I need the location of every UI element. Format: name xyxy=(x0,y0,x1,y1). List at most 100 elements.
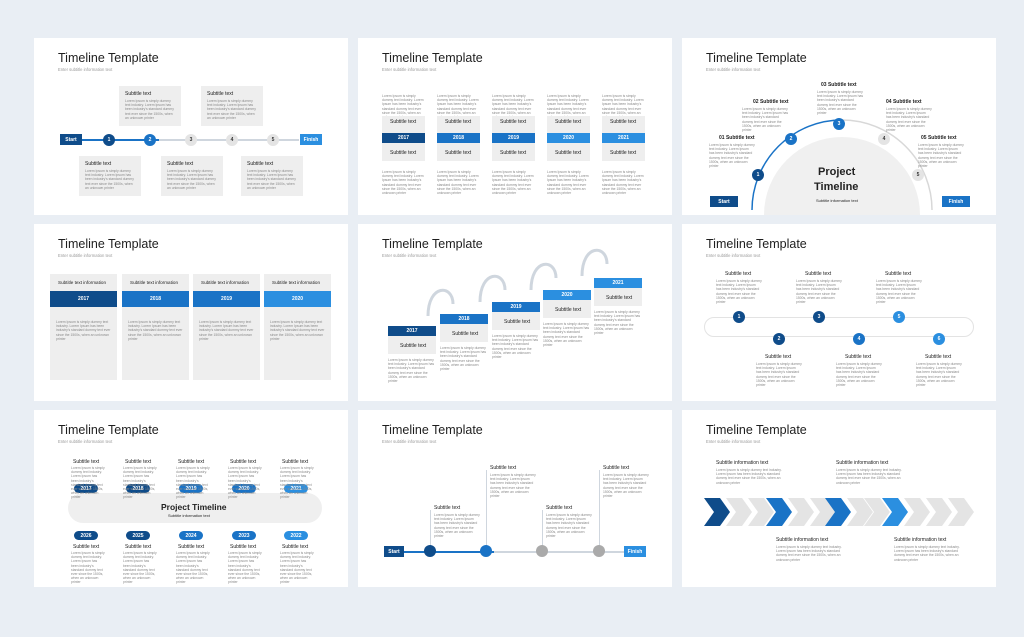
column-title: Subtitle text information xyxy=(130,280,179,285)
step-arrows xyxy=(426,248,609,317)
slide-subtitle: Enter subtitle information text xyxy=(58,439,113,444)
milestone-label: Subtitle text xyxy=(434,505,461,511)
card-body: Lorem Ipsum is simply dummy text industr… xyxy=(85,169,134,190)
col-body: Lorem Ipsum is simply dummy text industr… xyxy=(437,170,479,196)
slide-title: Timeline Template xyxy=(706,51,807,65)
slide-2[interactable]: Timeline Template Enter subtitle informa… xyxy=(358,38,672,215)
step-6[interactable]: 6 xyxy=(933,333,945,345)
step-2[interactable]: 2 xyxy=(785,133,797,145)
milestone-label: 02 Subtitle text xyxy=(753,99,789,105)
step-5[interactable]: 5 xyxy=(267,134,279,146)
slide-5[interactable]: Timeline Template Enter subtitle informa… xyxy=(358,224,672,401)
step-label: Subtitle text xyxy=(555,307,582,313)
slide-subtitle: Enter subtitle information text xyxy=(382,253,437,258)
col-label: Subtitle text xyxy=(390,150,417,156)
col-body: Lorem Ipsum is simply dummy text industr… xyxy=(547,170,589,196)
step-4[interactable]: 4 xyxy=(878,133,890,145)
item-body: Lorem Ipsum is simply dummy text industr… xyxy=(176,466,210,500)
finish-tag: Finish xyxy=(300,134,322,145)
step-label: Subtitle text xyxy=(606,295,633,301)
year-badge: 2019 xyxy=(179,484,203,493)
column-body: Lorem Ipsum is simply dummy text industr… xyxy=(56,320,111,341)
step-4[interactable]: 4 xyxy=(853,333,865,345)
column-body: Lorem Ipsum is simply dummy text industr… xyxy=(199,320,254,341)
slide-9[interactable]: Timeline Template Enter subtitle informa… xyxy=(682,410,996,587)
milestone-3[interactable] xyxy=(536,545,548,557)
item-label: Subtitle text xyxy=(73,459,100,465)
milestone-2[interactable] xyxy=(480,545,492,557)
step-label: Subtitle text xyxy=(504,319,531,325)
step-label: Subtitle text xyxy=(805,271,832,277)
step-body: Lorem Ipsum is simply dummy text industr… xyxy=(876,279,922,305)
col-label: Subtitle text xyxy=(390,119,417,125)
step-3[interactable]: 3 xyxy=(813,311,825,323)
year-badge: 2020 xyxy=(232,484,256,493)
col-label: Subtitle text xyxy=(555,119,582,125)
card-body: Lorem Ipsum is simply dummy text industr… xyxy=(125,99,174,120)
slide-1[interactable]: Timeline Template Enter subtitle informa… xyxy=(34,38,348,215)
year-badge: 2025 xyxy=(126,531,150,540)
slide-7[interactable]: Timeline Template Enter subtitle informa… xyxy=(34,410,348,587)
step-2[interactable]: 2 xyxy=(773,333,785,345)
milestone-label: 03 Subtitle text xyxy=(821,82,857,88)
slide-subtitle: Enter subtitle information text xyxy=(706,67,761,72)
year-badge: 2020 xyxy=(264,291,331,307)
year-badge: 2019 xyxy=(492,302,540,312)
item-body: Lorem Ipsum is simply dummy text industr… xyxy=(123,551,157,585)
info-label: Subtitle information text xyxy=(894,537,947,543)
card xyxy=(201,86,263,126)
step-3[interactable]: 3 xyxy=(833,118,845,130)
stem xyxy=(542,510,543,548)
step-5[interactable]: 5 xyxy=(912,169,924,181)
col-body: Lorem Ipsum is simply dummy text industr… xyxy=(602,170,644,196)
slide-title: Timeline Template xyxy=(58,423,159,437)
card-body: Lorem Ipsum is simply dummy text industr… xyxy=(247,169,296,190)
step-1[interactable]: 1 xyxy=(103,134,115,146)
slide-4[interactable]: Timeline Template Enter subtitle informa… xyxy=(34,224,348,401)
year-badge: 2021 xyxy=(284,484,308,493)
slide-title: Timeline Template xyxy=(382,51,483,65)
milestone-body: Lorem Ipsum is simply dummy text industr… xyxy=(490,473,536,499)
slide-subtitle: Enter subtitle information text xyxy=(382,439,437,444)
step-5[interactable]: 5 xyxy=(893,311,905,323)
info-body: Lorem Ipsum is simply dummy text industr… xyxy=(776,545,842,562)
stem xyxy=(430,510,431,548)
step-body: Lorem Ipsum is simply dummy text industr… xyxy=(543,322,590,348)
timeline-line-active xyxy=(79,139,159,141)
step-1[interactable]: 1 xyxy=(752,169,764,181)
item-label: Subtitle text xyxy=(230,544,257,550)
milestone-label: Subtitle text xyxy=(603,465,630,471)
item-label: Subtitle text xyxy=(282,459,309,465)
year-badge: 2017 xyxy=(388,326,436,336)
column-body: Lorem Ipsum is simply dummy text industr… xyxy=(128,320,183,341)
start-tag: Start xyxy=(60,134,82,145)
step-3[interactable]: 3 xyxy=(185,134,197,146)
center-title: Timeline xyxy=(814,181,859,193)
milestone-body: Lorem Ipsum is simply dummy text industr… xyxy=(918,143,964,169)
year-badge: 2018 xyxy=(440,314,488,324)
slide-6[interactable]: Timeline Template Enter subtitle informa… xyxy=(682,224,996,401)
step-body: Lorem Ipsum is simply dummy text industr… xyxy=(716,279,762,305)
milestone-1[interactable] xyxy=(424,545,436,557)
year-badge: 2023 xyxy=(232,531,256,540)
slide-8[interactable]: Timeline Template Enter subtitle informa… xyxy=(358,410,672,587)
milestone-4[interactable] xyxy=(593,545,605,557)
step-body: Lorem Ipsum is simply dummy text industr… xyxy=(836,362,882,388)
slide-3[interactable]: Timeline Template Enter subtitle informa… xyxy=(682,38,996,215)
item-label: Subtitle text xyxy=(125,459,152,465)
finish-tag: Finish xyxy=(624,546,646,557)
milestone-body: Lorem Ipsum is simply dummy text industr… xyxy=(434,513,480,539)
col-label: Subtitle text xyxy=(445,150,472,156)
card-body: Lorem Ipsum is simply dummy text industr… xyxy=(167,169,216,190)
step-4[interactable]: 4 xyxy=(226,134,238,146)
timeline-line xyxy=(404,551,624,553)
milestone-label: 01 Subtitle text xyxy=(719,135,755,141)
step-body: Lorem Ipsum is simply dummy text industr… xyxy=(756,362,802,388)
step-1[interactable]: 1 xyxy=(733,311,745,323)
center-sub: Subtitle information text xyxy=(816,198,858,203)
chevron-band xyxy=(704,498,974,526)
year-badge: 2018 xyxy=(122,291,189,307)
col-body: Lorem Ipsum is simply dummy text industr… xyxy=(382,170,424,196)
year-badge: 2022 xyxy=(284,531,308,540)
step-2[interactable]: 2 xyxy=(144,134,156,146)
